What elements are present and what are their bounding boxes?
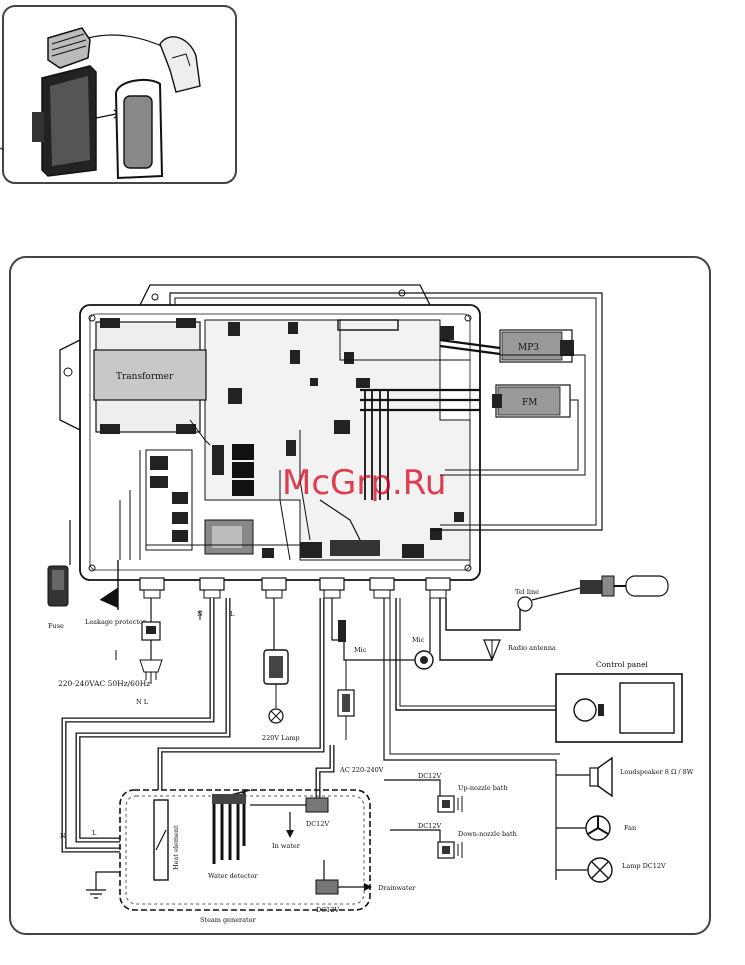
control-panel-label: Control panel — [596, 660, 649, 669]
power-supply-label: 220-240VAC 50Hz/60Hz — [58, 679, 150, 688]
down-nozzle-bath: DC12V Down-nozzle bath — [390, 822, 517, 859]
tel-line: Tel line — [445, 575, 669, 631]
down-nozzle-bath-label: Down-nozzle bath — [458, 830, 517, 838]
cover-assembly-inset — [0, 5, 237, 184]
fm-label: FM — [522, 398, 537, 408]
fan: Fan — [585, 815, 636, 841]
cable-glands — [139, 577, 451, 599]
external-cables-top — [169, 292, 603, 531]
drain-water-label: Drainwater — [378, 884, 416, 892]
loudspeaker-label: Loudspeaker 8 Ω / 8W — [620, 768, 694, 776]
dc12v-bottom-label: DC12V — [316, 906, 339, 914]
right-load-bus — [383, 598, 590, 880]
fuse: Fuse — [47, 520, 71, 630]
power-marks-label: N L — [136, 698, 149, 706]
leakage-protector: Leakage protector — [85, 560, 147, 626]
down-nozzle-wire: DC12V — [418, 822, 441, 830]
power-plug: 220-240VAC 50Hz/60Hz N L — [58, 598, 163, 706]
ac-label: AC 220-240V — [339, 766, 384, 774]
wire-n-bottom: N — [60, 832, 66, 840]
lamp-dc-label: Lamp DC12V — [622, 862, 666, 870]
fan-label: Fan — [624, 824, 636, 832]
loudspeaker: Loudspeaker 8 Ω / 8W — [589, 756, 694, 798]
lamp-220v: 220V Lamp — [262, 598, 300, 742]
middle-switch: Mic — [331, 598, 410, 740]
leakage-protector-label: Leakage protector — [85, 618, 147, 626]
transformer: Transformer — [93, 318, 207, 434]
watermark: McGrp.Ru — [282, 463, 446, 503]
mic-wire-mark: Mic — [354, 646, 367, 654]
steam-generator: Heat element Water detector Steam genera… — [119, 789, 416, 924]
up-nozzle-bath: DC12V Up-nozzle bath — [384, 772, 508, 813]
transformer-label: Transformer — [116, 372, 174, 382]
dc12v-top-label: DC12V — [306, 820, 329, 828]
fuse-label: Fuse — [48, 622, 64, 630]
internal-wiring — [119, 338, 501, 561]
wire-n-top: N — [197, 610, 203, 618]
tel-line-label: Tel line — [515, 588, 539, 596]
mp3-module: MP3 — [499, 329, 574, 363]
heat-element-label: Heat element — [172, 825, 180, 870]
wire-l-top: L — [230, 610, 235, 618]
mic-label: Mic — [412, 636, 425, 644]
radio-antenna-label: Radio antenna — [508, 644, 556, 652]
ground-symbol — [86, 871, 120, 899]
mic: Mic — [410, 598, 434, 670]
steam-cables: N L N L AC 220-240V — [60, 598, 384, 853]
pcb-components — [145, 319, 464, 558]
lamp-dc12v: Lamp DC12V — [587, 857, 666, 883]
wire-l-bottom: L — [92, 829, 97, 837]
radio-antenna: Radio antenna — [439, 598, 556, 662]
water-detector-label: Water detector — [208, 872, 258, 880]
fm-module: FM — [492, 384, 571, 418]
lamp-220v-label: 220V Lamp — [262, 734, 300, 742]
up-nozzle-wire: DC12V — [418, 772, 441, 780]
up-nozzle-bath-label: Up-nozzle bath — [458, 784, 508, 792]
inwater-label: In water — [272, 842, 301, 850]
mp3-label: MP3 — [518, 343, 539, 353]
steam-generator-label: Steam generator — [200, 916, 257, 924]
control-panel: Control panel — [395, 598, 683, 743]
